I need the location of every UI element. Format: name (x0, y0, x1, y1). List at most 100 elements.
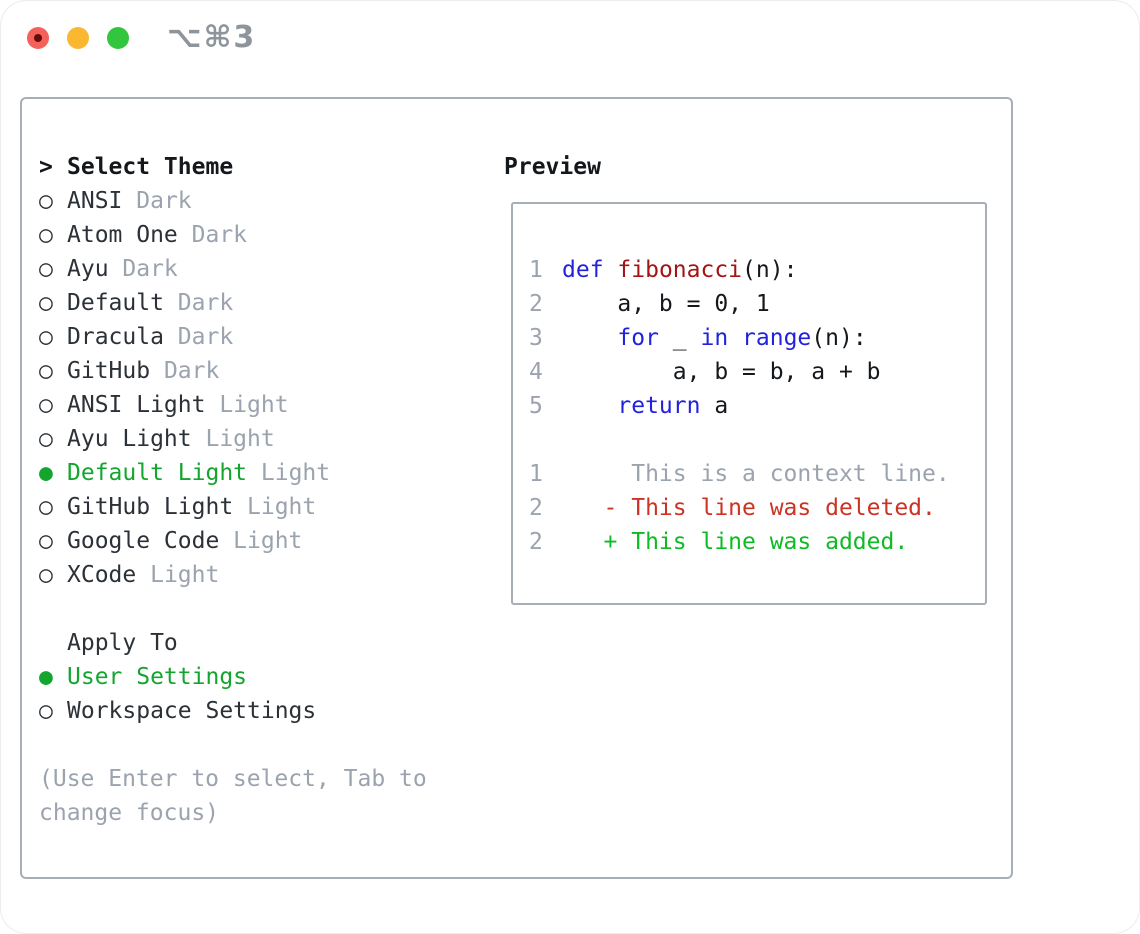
code-line: 2 - This line was deleted. (529, 491, 985, 525)
theme-item-ansi-light[interactable]: ○ANSI Light Light (39, 388, 491, 422)
code-token-added: + This line was added. (562, 529, 909, 555)
theme-variant: Dark (163, 358, 220, 384)
code-token-keyword: for (617, 325, 659, 351)
radio-icon: ○ (39, 290, 53, 316)
theme-selector-panel: >Select Theme ○ANSI Dark○Atom One Dark○A… (20, 97, 1013, 879)
code-line (529, 423, 985, 457)
code-token-deleted: - This line was deleted. (562, 495, 936, 521)
radio-icon: ○ (39, 426, 53, 452)
keyboard-hint: (Use Enter to select, Tab to change focu… (39, 766, 427, 826)
radio-icon: ○ (39, 528, 53, 554)
apply-to-title: Apply To (67, 630, 178, 656)
apply-option-user-settings[interactable]: ●User Settings (39, 660, 491, 694)
code-token-plain (562, 393, 617, 419)
theme-variant: Dark (177, 324, 234, 350)
theme-item-xcode[interactable]: ○XCode Light (39, 558, 491, 592)
spacer (39, 728, 491, 762)
line-number: 2 (529, 529, 543, 555)
code-token-keyword: def (562, 257, 604, 283)
radio-icon: ○ (39, 392, 53, 418)
select-theme-header: > Select Theme (39, 150, 491, 184)
code-line: 3 for _ in range(n): (529, 321, 985, 355)
line-number: 1 (529, 257, 543, 283)
code-token-plain: a, b = b, a + b (562, 359, 881, 385)
code-token-plain: _ (658, 325, 701, 351)
code-line: 2 + This line was added. (529, 525, 985, 559)
minimize-button-icon[interactable] (67, 27, 89, 49)
theme-name: ANSI (67, 188, 137, 214)
theme-item-google-code[interactable]: ○ Google Code Light (39, 524, 491, 558)
theme-item-default-light[interactable]: ● Default Light Light (39, 456, 491, 490)
code-token-plain: a, b = 0, 1 (562, 291, 770, 317)
spacer (39, 592, 491, 626)
code-token-function: fibonacci (617, 257, 743, 283)
theme-variant: Light (205, 426, 275, 452)
code-token-keyword: range (742, 325, 812, 351)
line-number: 3 (529, 325, 543, 351)
theme-variant: Light (219, 392, 289, 418)
theme-item-github-light[interactable]: ○ GitHub Light Light (39, 490, 491, 524)
theme-variant: Light (247, 494, 317, 520)
theme-item-atom-one[interactable]: ○ Atom One Dark (39, 218, 491, 252)
apply-option-label: Workspace Settings (67, 698, 317, 724)
radio-icon: ○ (39, 222, 53, 248)
theme-variant: Dark (122, 256, 178, 282)
radio-icon: ○ (39, 358, 53, 384)
theme-name: Ayu (67, 256, 123, 282)
theme-item-ayu-light[interactable]: ○Ayu Light Light (39, 422, 491, 456)
theme-item-dracula[interactable]: ○ Dracula Dark (39, 320, 491, 354)
preview-title: Preview (504, 154, 601, 180)
close-modified-dot (34, 34, 42, 42)
theme-item-ansi[interactable]: ○ANSI Dark (39, 184, 491, 218)
theme-list-column: >Select Theme ○ANSI Dark○Atom One Dark○A… (39, 150, 491, 830)
code-token-plain (562, 325, 617, 351)
theme-variant: Dark (177, 290, 234, 316)
line-number: 5 (529, 393, 543, 419)
code-token-plain (604, 257, 618, 283)
theme-name: Dracula (67, 324, 178, 350)
line-number: 2 (529, 291, 543, 317)
code-token-keyword: return (617, 393, 701, 419)
theme-variant: Light (150, 562, 220, 588)
theme-variant: Light (260, 460, 331, 486)
theme-variant: Dark (191, 222, 248, 248)
apply-option-workspace-settings[interactable]: ○ Workspace Settings (39, 694, 491, 728)
close-button-icon[interactable] (27, 27, 49, 49)
radio-icon: ○ (39, 698, 53, 724)
code-token-plain: (n): (742, 257, 798, 283)
code-token-plain: (n): (811, 325, 867, 351)
code-token-context: This is a context line. (562, 461, 950, 487)
theme-name: GitHub (67, 358, 164, 384)
line-number: 4 (529, 359, 543, 385)
theme-name: Default Light (67, 460, 261, 486)
code-line: 2 a, b = 0, 1 (529, 287, 985, 321)
code-token-plain (728, 325, 742, 351)
theme-name: GitHub Light (67, 494, 248, 520)
titlebar: ⌥⌘3 (0, 0, 1140, 76)
theme-name: Atom One (67, 222, 192, 248)
radio-icon: ○ (39, 188, 53, 214)
theme-list: ○ANSI Dark○Atom One Dark○Ayu Dark○Defaul… (39, 184, 491, 592)
code-line: 1 def fibonacci(n): (529, 253, 985, 287)
selected-radio-icon: ● (39, 460, 53, 486)
radio-icon: ○ (39, 324, 53, 350)
theme-name: XCode (67, 562, 151, 588)
apply-option-label: User Settings (67, 664, 248, 690)
code-line: 1 This is a context line. (529, 457, 985, 491)
prompt-icon: > (39, 154, 53, 180)
code-line: 4 a, b = b, a + b (529, 355, 985, 389)
select-theme-title: Select Theme (67, 154, 234, 180)
theme-variant: Light (233, 528, 303, 554)
theme-item-default[interactable]: ○Default Dark (39, 286, 491, 320)
window-shortcut-label: ⌥⌘3 (167, 20, 257, 55)
radio-icon: ○ (39, 494, 53, 520)
theme-item-github[interactable]: ○ GitHub Dark (39, 354, 491, 388)
zoom-button-icon[interactable] (107, 27, 129, 49)
theme-name: Google Code (67, 528, 234, 554)
theme-item-ayu[interactable]: ○Ayu Dark (39, 252, 491, 286)
code-token-plain: a (700, 393, 729, 419)
code-line: 5 return a (529, 389, 985, 423)
